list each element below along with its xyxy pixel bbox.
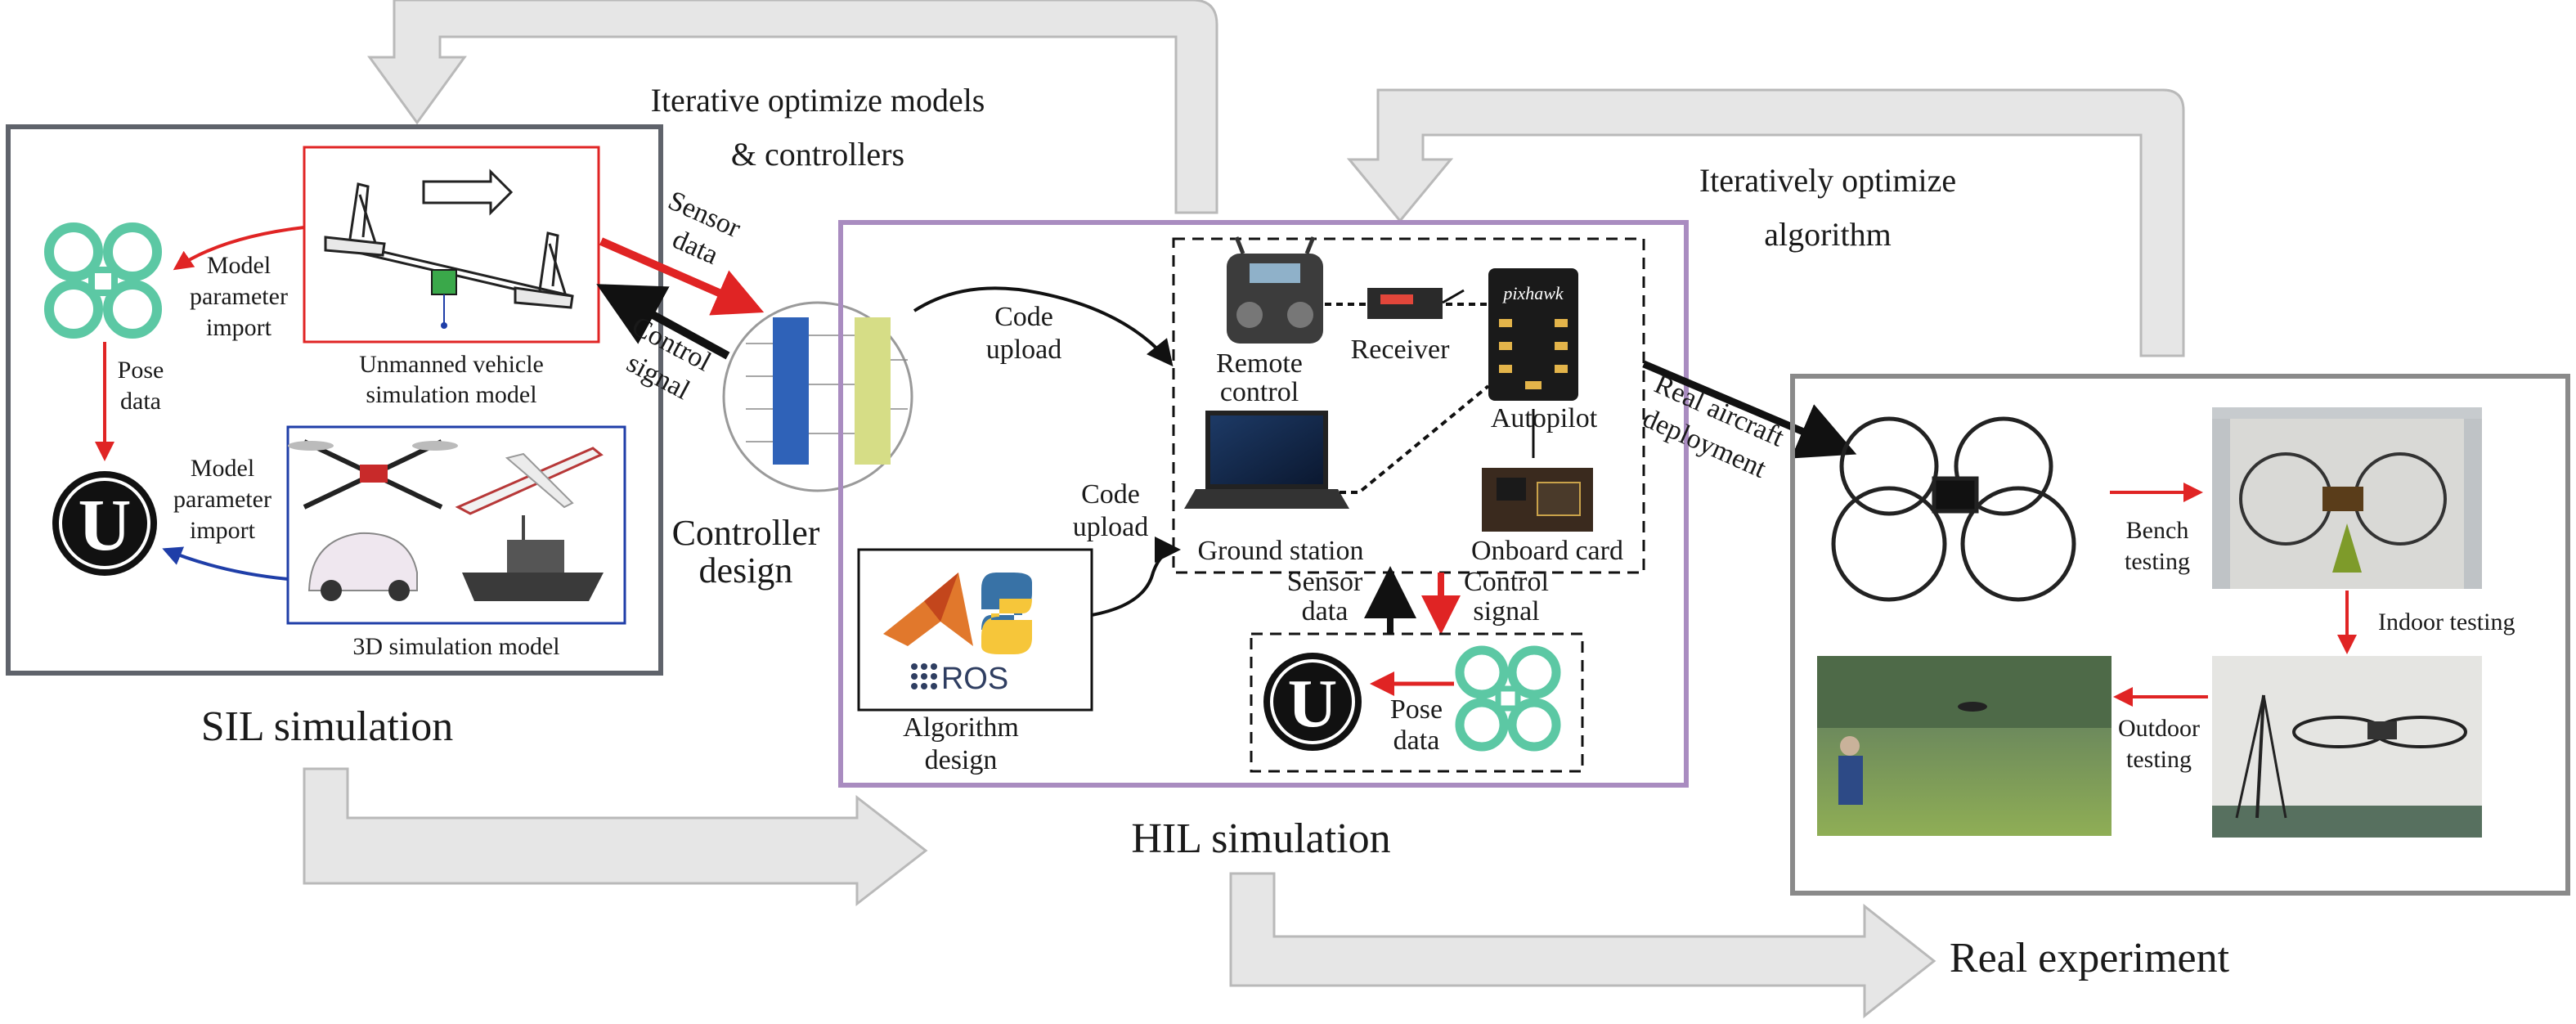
fixed-wing-3d-image bbox=[455, 447, 604, 515]
ground-station-label: Ground station bbox=[1197, 536, 1363, 566]
autopilot-label: Autopilot bbox=[1491, 403, 1598, 433]
pose-data-sil-line2: data bbox=[120, 388, 161, 415]
indoor-testing-label: Indoor testing bbox=[2378, 609, 2515, 636]
quadcopter-3d-image bbox=[288, 439, 458, 510]
indoor-testing-photo bbox=[2212, 656, 2482, 838]
code-upload-2-line2: upload bbox=[1073, 512, 1149, 542]
hil-pose-data-line1: Pose bbox=[1390, 694, 1443, 725]
hil-pose-data-line2: data bbox=[1393, 725, 1440, 756]
real-experiment-panel bbox=[1790, 374, 2570, 896]
remote-control-line2: control bbox=[1220, 377, 1299, 407]
loop-label-algorithm-line1: Iteratively optimize bbox=[1699, 162, 1956, 199]
remote-control-image bbox=[1227, 236, 1323, 344]
arrow-real-deployment bbox=[1642, 360, 1857, 459]
svg-text:U: U bbox=[1288, 666, 1338, 742]
matlab-logo-icon bbox=[883, 573, 973, 646]
arrow-code-upload-1 bbox=[913, 286, 1174, 367]
arrow-model-import-2 bbox=[162, 546, 289, 581]
onboard-card-image bbox=[1482, 468, 1593, 532]
outdoor-testing-line1: Outdoor bbox=[2118, 715, 2200, 742]
remote-control-line1: Remote bbox=[1216, 348, 1303, 379]
unreal-engine-logo: U bbox=[52, 471, 157, 576]
model-import-2-line3: import bbox=[190, 517, 256, 544]
autopilot-image: pixhawk bbox=[1488, 268, 1578, 401]
svg-text:U: U bbox=[79, 485, 132, 566]
unreal-engine-logo-hil: U bbox=[1263, 653, 1362, 751]
hil-sensor-data-line1: Sensor bbox=[1287, 567, 1363, 597]
code-upload-1-line2: upload bbox=[986, 335, 1062, 365]
code-upload-2-line1: Code bbox=[1081, 479, 1140, 510]
vehicle-model-label-line2: simulation model bbox=[366, 381, 536, 408]
onboard-card-label: Onboard card bbox=[1471, 536, 1623, 566]
controller-design-diagram bbox=[722, 301, 913, 492]
hil-simulation-group bbox=[1250, 632, 1584, 773]
controller-design-line2: design bbox=[699, 550, 793, 591]
sil-section-title: SIL simulation bbox=[201, 703, 454, 750]
sim3d-label: 3D simulation model bbox=[352, 633, 559, 660]
pose-data-sil-line1: Pose bbox=[118, 357, 164, 384]
hil-control-signal-line1: Control bbox=[1464, 567, 1549, 597]
hil-section-title: HIL simulation bbox=[1131, 815, 1390, 862]
flow-arrow-hil-to-real bbox=[1229, 872, 1936, 1019]
loop-arrow-algorithm bbox=[1346, 88, 2185, 357]
arrow-model-import-1 bbox=[173, 226, 305, 271]
arrow-sensor-data bbox=[599, 237, 765, 316]
ros-label: ROS bbox=[941, 662, 1008, 696]
boat-3d-image bbox=[462, 515, 604, 601]
model-import-2-line1: Model bbox=[191, 455, 254, 482]
model-import-1-line3: import bbox=[206, 314, 272, 341]
vehicle-model-label-line1: Unmanned vehicle bbox=[359, 351, 544, 378]
bench-testing-line2: testing bbox=[2125, 548, 2190, 575]
bench-testing-line1: Bench bbox=[2126, 517, 2189, 544]
hil-control-signal-line2: signal bbox=[1473, 596, 1539, 627]
hil-sensor-data-line2: data bbox=[1302, 596, 1349, 627]
algorithm-design-line2: design bbox=[925, 745, 998, 775]
loop-label-algorithm-line2: algorithm bbox=[1764, 216, 1892, 253]
loop-arrow-models bbox=[367, 0, 1218, 214]
car-3d-image bbox=[307, 532, 418, 601]
loop-label-models-line1: Iterative optimize models bbox=[651, 82, 985, 119]
autopilot-brand: pixhawk bbox=[1501, 283, 1564, 303]
receiver-label: Receiver bbox=[1351, 335, 1450, 365]
python-logo-icon bbox=[981, 573, 1032, 654]
flow-arrow-sil-to-hil bbox=[303, 767, 928, 907]
model-import-1-line2: parameter bbox=[190, 283, 288, 310]
quadcopter-icon bbox=[44, 222, 162, 339]
algorithm-design-line1: Algorithm bbox=[903, 712, 1019, 743]
receiver-image bbox=[1367, 288, 1465, 319]
code-upload-1-line1: Code bbox=[994, 302, 1053, 332]
real-quadcopter-image bbox=[1831, 416, 2076, 602]
outdoor-testing-line2: testing bbox=[2126, 746, 2192, 773]
bench-testing-photo bbox=[2212, 407, 2482, 589]
ros-logo-icon bbox=[911, 663, 937, 689]
loop-label-models-line2: & controllers bbox=[731, 136, 904, 173]
model-import-2-line2: parameter bbox=[173, 486, 272, 513]
hil-panel bbox=[838, 220, 1689, 788]
ground-station-laptop-image bbox=[1184, 411, 1349, 509]
vehicle-model-block bbox=[431, 269, 457, 295]
arrow-code-upload-2 bbox=[1091, 537, 1181, 617]
model-import-1-line1: Model bbox=[207, 252, 271, 279]
sil-panel bbox=[6, 124, 663, 676]
real-section-title: Real experiment bbox=[1950, 935, 2230, 981]
controller-design-line1: Controller bbox=[672, 513, 820, 553]
arrow-control-signal bbox=[596, 284, 730, 360]
outdoor-testing-photo bbox=[1817, 656, 2112, 836]
quadcopter-icon-hil bbox=[1455, 645, 1561, 752]
